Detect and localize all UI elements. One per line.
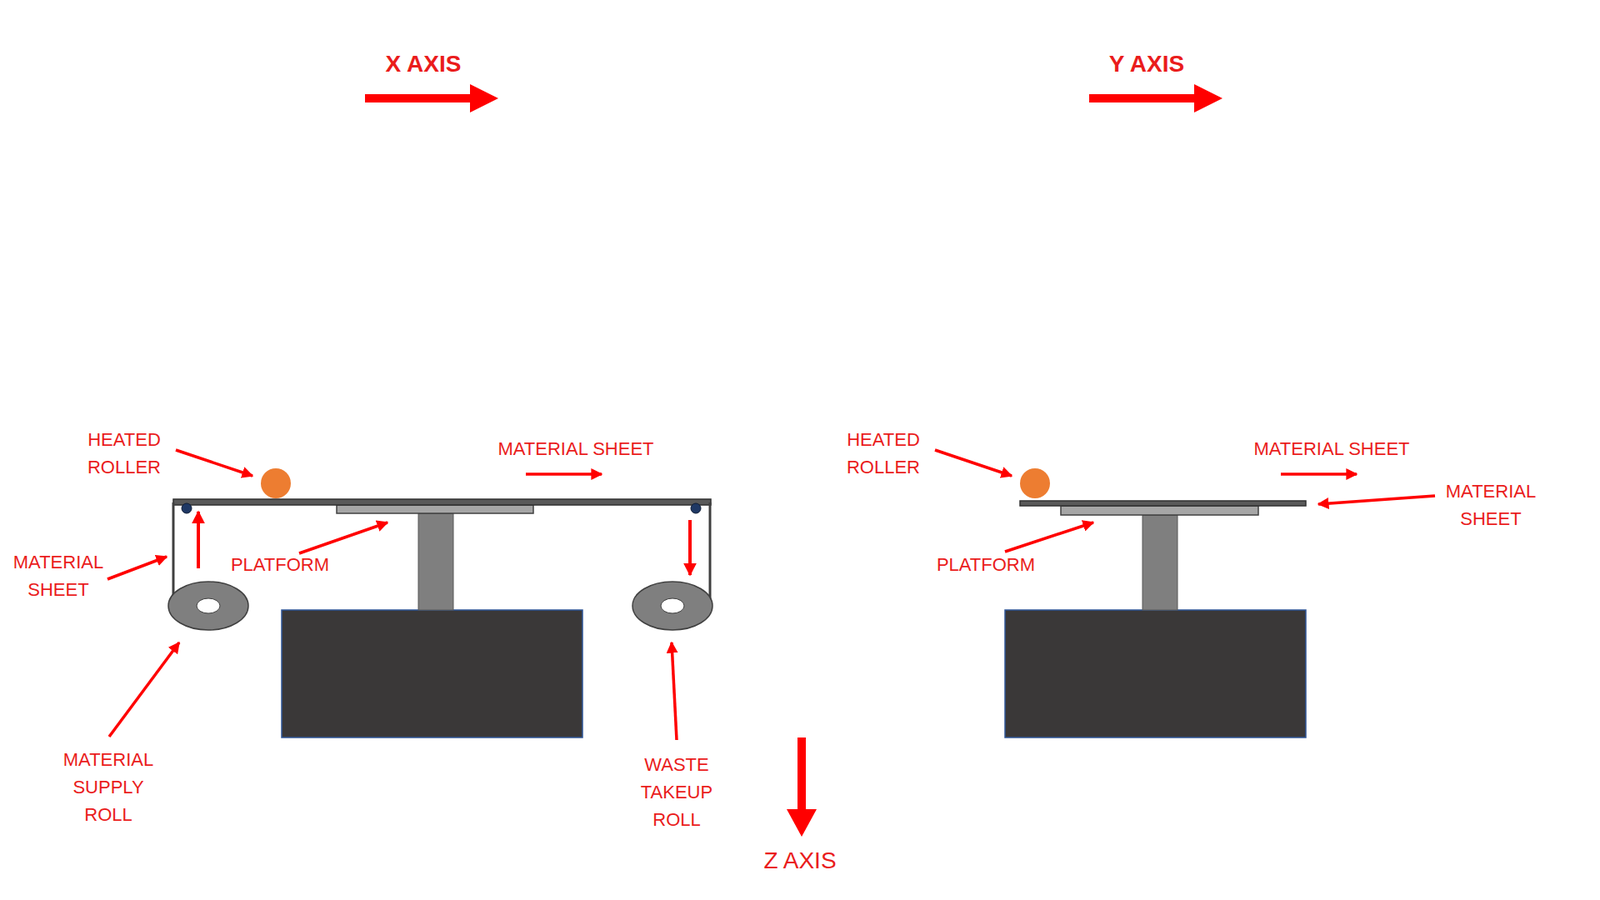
- axis-label: Y AXIS: [1109, 46, 1185, 82]
- y-view: [935, 450, 1435, 738]
- part-label: MATERIAL SUPPLY ROLL: [56, 745, 160, 829]
- part-label: PLATFORM: [230, 550, 330, 579]
- part-label: HEATED ROLLER: [836, 425, 930, 481]
- part-label: MATERIAL SHEET: [1253, 435, 1410, 463]
- part-label: WASTE TAKEUP ROLL: [625, 750, 729, 834]
- part-label: HEATED ROLLER: [77, 425, 171, 481]
- part-label: PLATFORM: [936, 550, 1035, 579]
- axis-label: Z AXIS: [763, 843, 836, 879]
- part-label: MATERIAL SHEET: [1439, 477, 1543, 533]
- part-label: MATERIAL SHEET: [6, 548, 110, 604]
- x-view: [107, 450, 713, 740]
- part-label: MATERIAL SHEET: [497, 435, 654, 463]
- axis-label: X AXIS: [385, 46, 462, 82]
